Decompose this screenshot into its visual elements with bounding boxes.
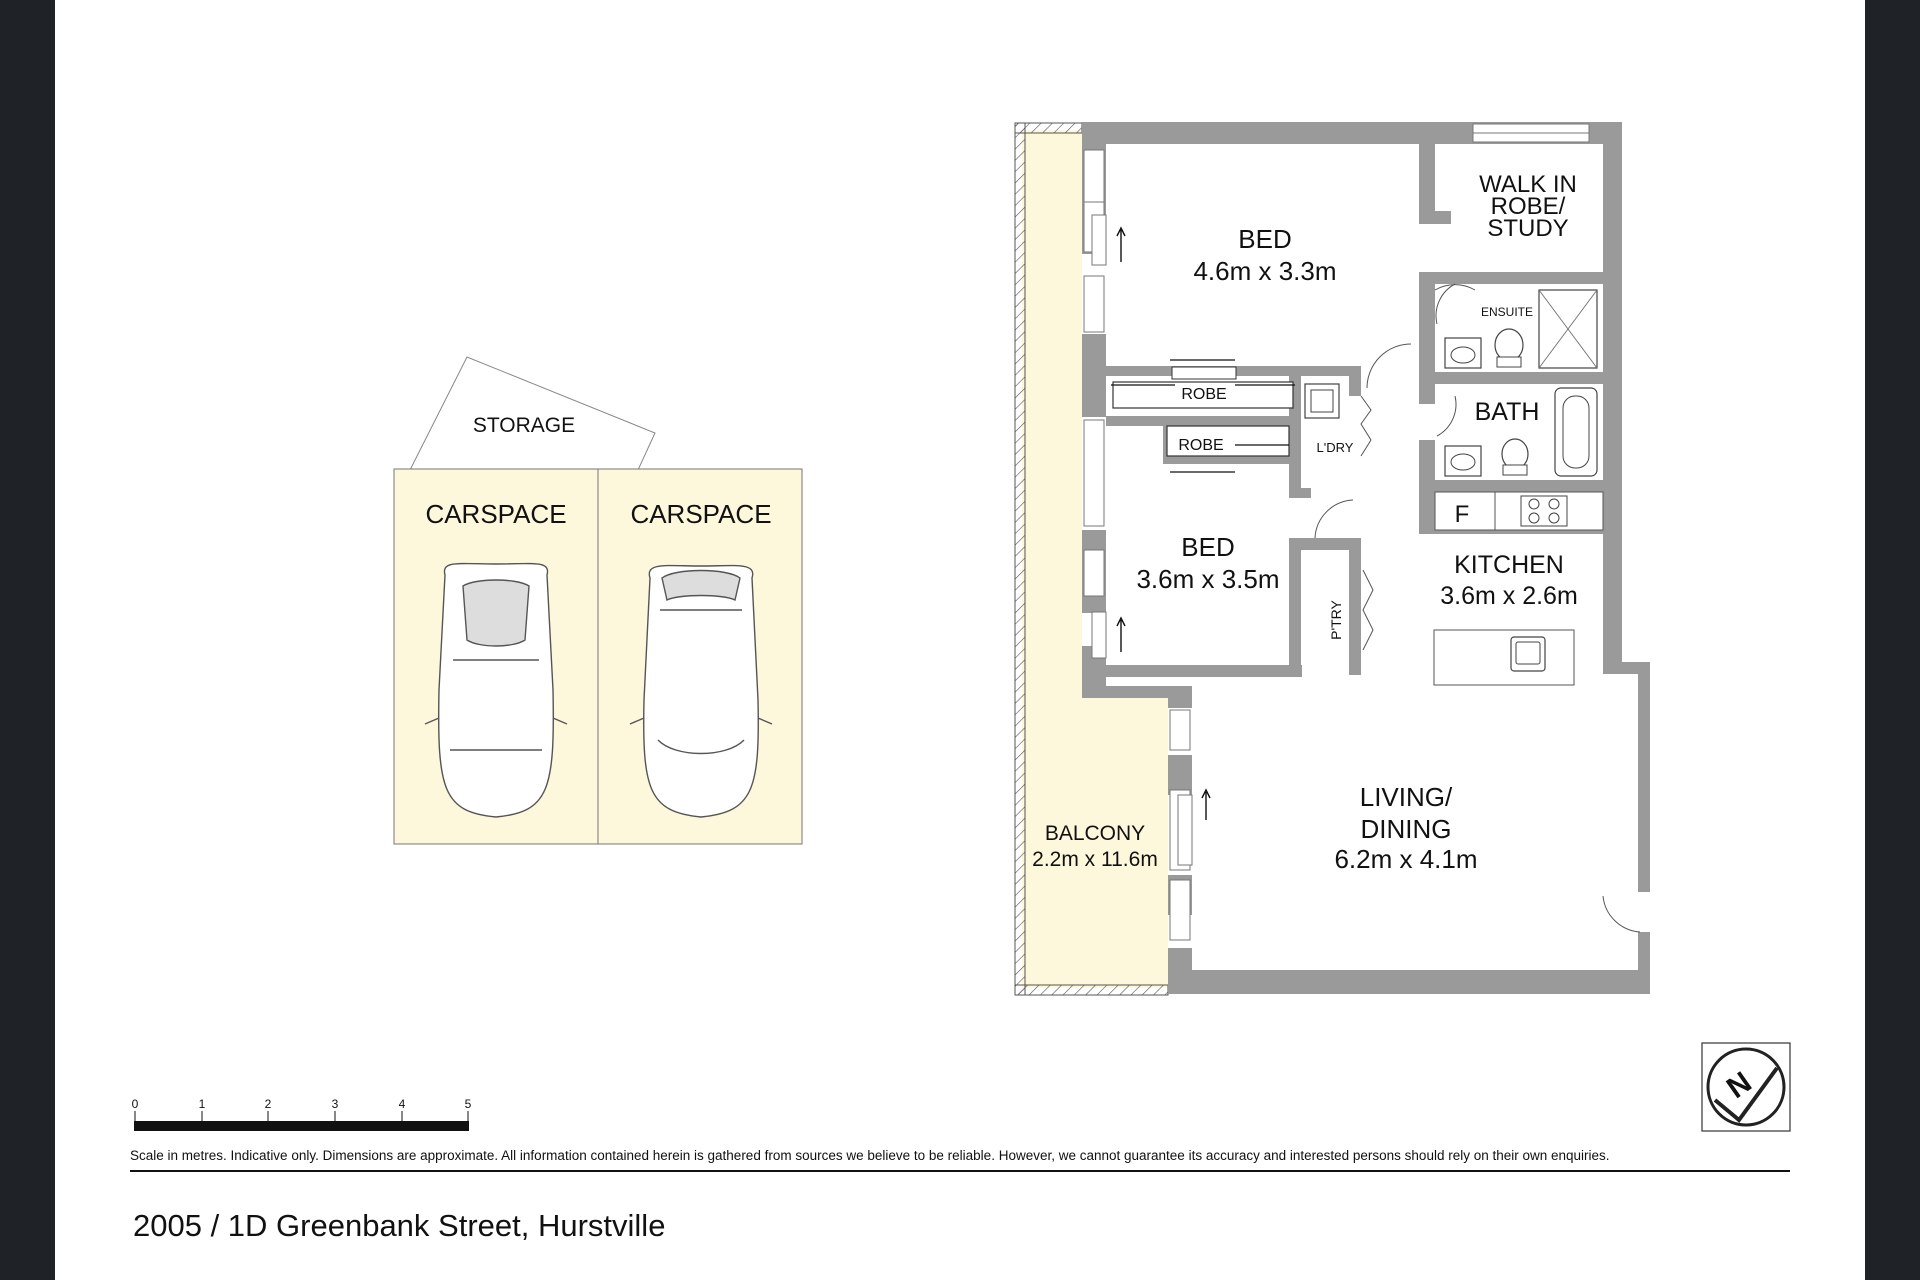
living-dims: 6.2m x 4.1m [1334,844,1477,874]
scale-tick-0: 0 [132,1097,139,1111]
robe-2-label: ROBE [1178,437,1223,454]
balcony-name: BALCONY [1045,822,1145,845]
ensuite-label: ENSUITE [1481,305,1533,319]
laundry-label: L'DRY [1317,440,1354,455]
carspace-1-label: CARSPACE [425,499,566,529]
windows [1083,123,1590,941]
bed-2-name: BED [1181,532,1234,562]
kitchen-dims: 3.6m x 2.6m [1440,582,1578,610]
kitchen: F KITCHEN 3.6m x 2.6m [1433,491,1604,686]
bath: BATH [1444,387,1598,477]
living-line-1: LIVING/ [1360,782,1453,812]
disclaimer-text: Scale in metres. Indicative only. Dimens… [130,1148,1610,1163]
walk-in-line-3: STUDY [1487,215,1568,242]
parking-area: STORAGE CARSPACE CARSPACE [393,356,803,845]
robe-2: ROBE [1166,425,1290,473]
bed-1-name: BED [1238,224,1291,254]
pantry-label: P'TRY [1328,599,1344,639]
slider-arrows [1116,226,1211,820]
pantry: P'TRY [1328,569,1374,651]
property-address: 2005 / 1D Greenbank Street, Hurstville [133,1208,666,1243]
scale-tick-1: 1 [199,1097,206,1111]
walk-in-line-2: ROBE/ [1491,193,1566,220]
balcony-dims: 2.2m x 11.6m [1032,848,1158,871]
scale-tick-5: 5 [465,1097,472,1111]
living-line-2: DINING [1361,814,1452,844]
carspace-2-label: CARSPACE [630,499,771,529]
car-icon [629,564,773,818]
bath-label: BATH [1475,398,1540,426]
scale-tick-2: 2 [265,1097,272,1111]
walls [1082,122,1650,994]
floor-plan-sheet: STORAGE CARSPACE CARSPACE BALCONY 2.2m x… [55,0,1865,1280]
scale-tick-4: 4 [399,1097,406,1111]
walk-in-line-1: WALK IN [1479,171,1577,198]
fridge-label: F [1455,501,1470,528]
storage-label: STORAGE [473,414,575,437]
north-arrow-icon: N [1701,1042,1791,1132]
laundry: L'DRY [1304,383,1372,457]
kitchen-name: KITCHEN [1454,551,1564,579]
floor-plan: STORAGE CARSPACE CARSPACE BALCONY 2.2m x… [132,122,1791,1132]
robe-1: ROBE [1111,359,1295,409]
car-icon [424,562,568,818]
doors [1314,283,1641,933]
scale-bar: 0 1 2 3 4 5 [132,1097,472,1131]
ensuite: ENSUITE [1444,289,1598,369]
divider [130,1170,1790,1172]
robe-1-label: ROBE [1181,386,1226,403]
bed-1-dims: 4.6m x 3.3m [1193,256,1336,286]
bed-2-dims: 3.6m x 3.5m [1136,564,1279,594]
balcony: BALCONY 2.2m x 11.6m [1014,122,1169,996]
scale-tick-3: 3 [332,1097,339,1111]
